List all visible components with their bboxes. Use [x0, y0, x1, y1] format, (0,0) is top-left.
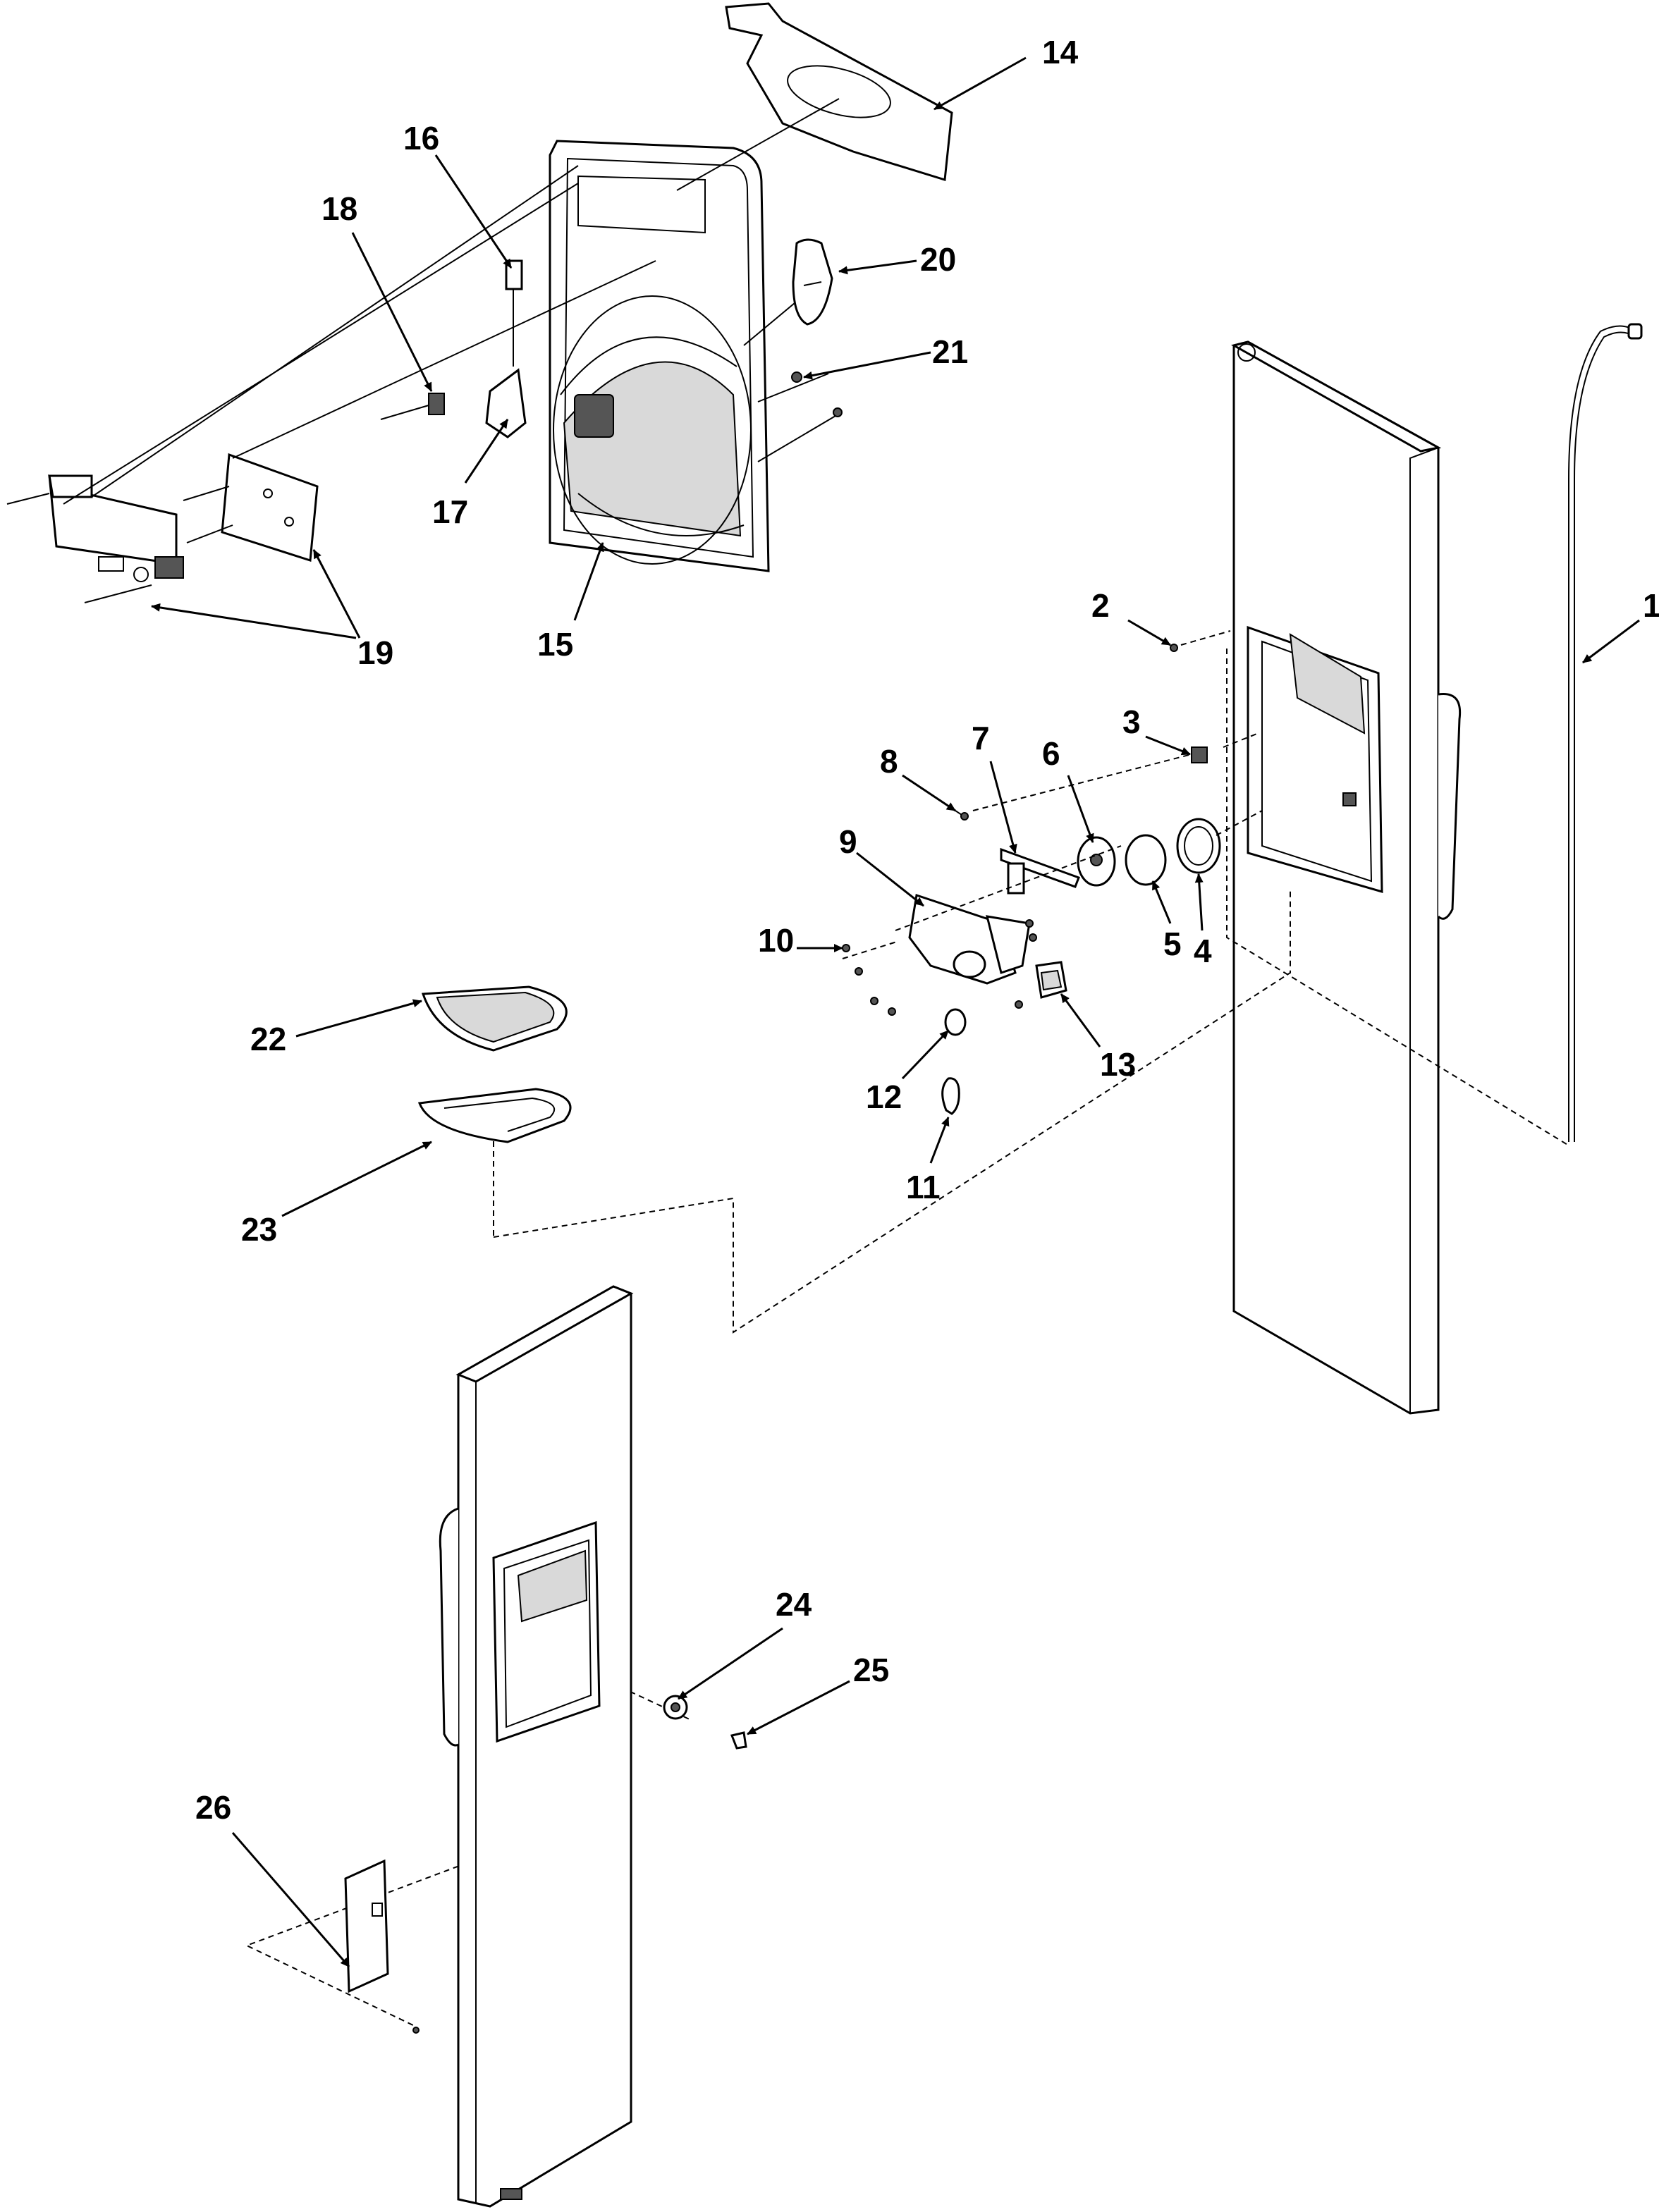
callout-6: 6	[1042, 735, 1060, 772]
callout-11: 11	[906, 1169, 941, 1205]
part-1-wire-harness	[1568, 323, 1643, 1142]
callout-7: 7	[972, 720, 990, 756]
part-23-drip-tray	[417, 1088, 572, 1143]
part-19-control-board	[6, 453, 319, 603]
callout-16: 16	[403, 120, 439, 156]
callout-2: 2	[1091, 587, 1110, 624]
callout-24: 24	[776, 1586, 812, 1623]
part-26-cover-plate	[344, 1859, 420, 2034]
callout-22: 22	[250, 1021, 286, 1057]
callout-15: 15	[537, 626, 573, 663]
callout-20: 20	[920, 241, 956, 278]
callout-1: 1	[1643, 587, 1659, 624]
part-5-lens	[1125, 834, 1167, 886]
callout-19: 19	[357, 634, 393, 671]
callout-labels: 1 2 3 4 5 6 7 8 9 10 11 12 13 14 15 16 1…	[195, 34, 1659, 1826]
callout-5: 5	[1163, 926, 1182, 962]
part-17-paddle	[485, 368, 527, 438]
part-10-screws	[842, 919, 1037, 1016]
callout-12: 12	[866, 1079, 902, 1115]
part-18-sensor	[380, 393, 445, 420]
part-7-lever	[1000, 847, 1080, 895]
callout-3: 3	[1122, 703, 1141, 740]
part-9-actuator-housing	[908, 894, 1031, 985]
part-21-screw	[791, 371, 843, 417]
assembly-guide-lines	[63, 98, 840, 505]
part-3-bracket	[1191, 746, 1208, 763]
freezer-door	[1230, 340, 1462, 1415]
callout-17: 17	[432, 493, 468, 530]
callout-26: 26	[195, 1789, 231, 1826]
callout-10: 10	[758, 922, 794, 959]
part-11-bulb	[941, 1077, 960, 1115]
callout-23: 23	[241, 1211, 277, 1248]
part-24-bumper	[663, 1695, 688, 1720]
part-6-disc	[1077, 836, 1116, 887]
part-12-socket	[944, 1008, 967, 1036]
callout-8: 8	[880, 743, 898, 780]
callout-9: 9	[839, 823, 857, 860]
callout-21: 21	[932, 333, 968, 370]
part-4-ring	[1176, 818, 1221, 874]
callout-13: 13	[1100, 1046, 1136, 1083]
part-22-drip-grille	[421, 985, 568, 1052]
callout-14: 14	[1042, 34, 1079, 70]
callout-18: 18	[322, 190, 357, 227]
leader-lines	[151, 56, 1640, 1967]
part-15-dispenser-housing	[549, 140, 770, 572]
part-16-switch	[505, 259, 523, 367]
part-13-solenoid	[1035, 961, 1067, 999]
part-20-cover	[792, 238, 833, 326]
part-14-bezel-cover	[725, 2, 953, 181]
callout-4: 4	[1194, 933, 1212, 969]
part-2-screw	[1170, 644, 1178, 652]
fresh-food-door	[439, 1285, 634, 2208]
callout-25: 25	[853, 1652, 889, 1688]
part-25-clip	[730, 1731, 747, 1750]
